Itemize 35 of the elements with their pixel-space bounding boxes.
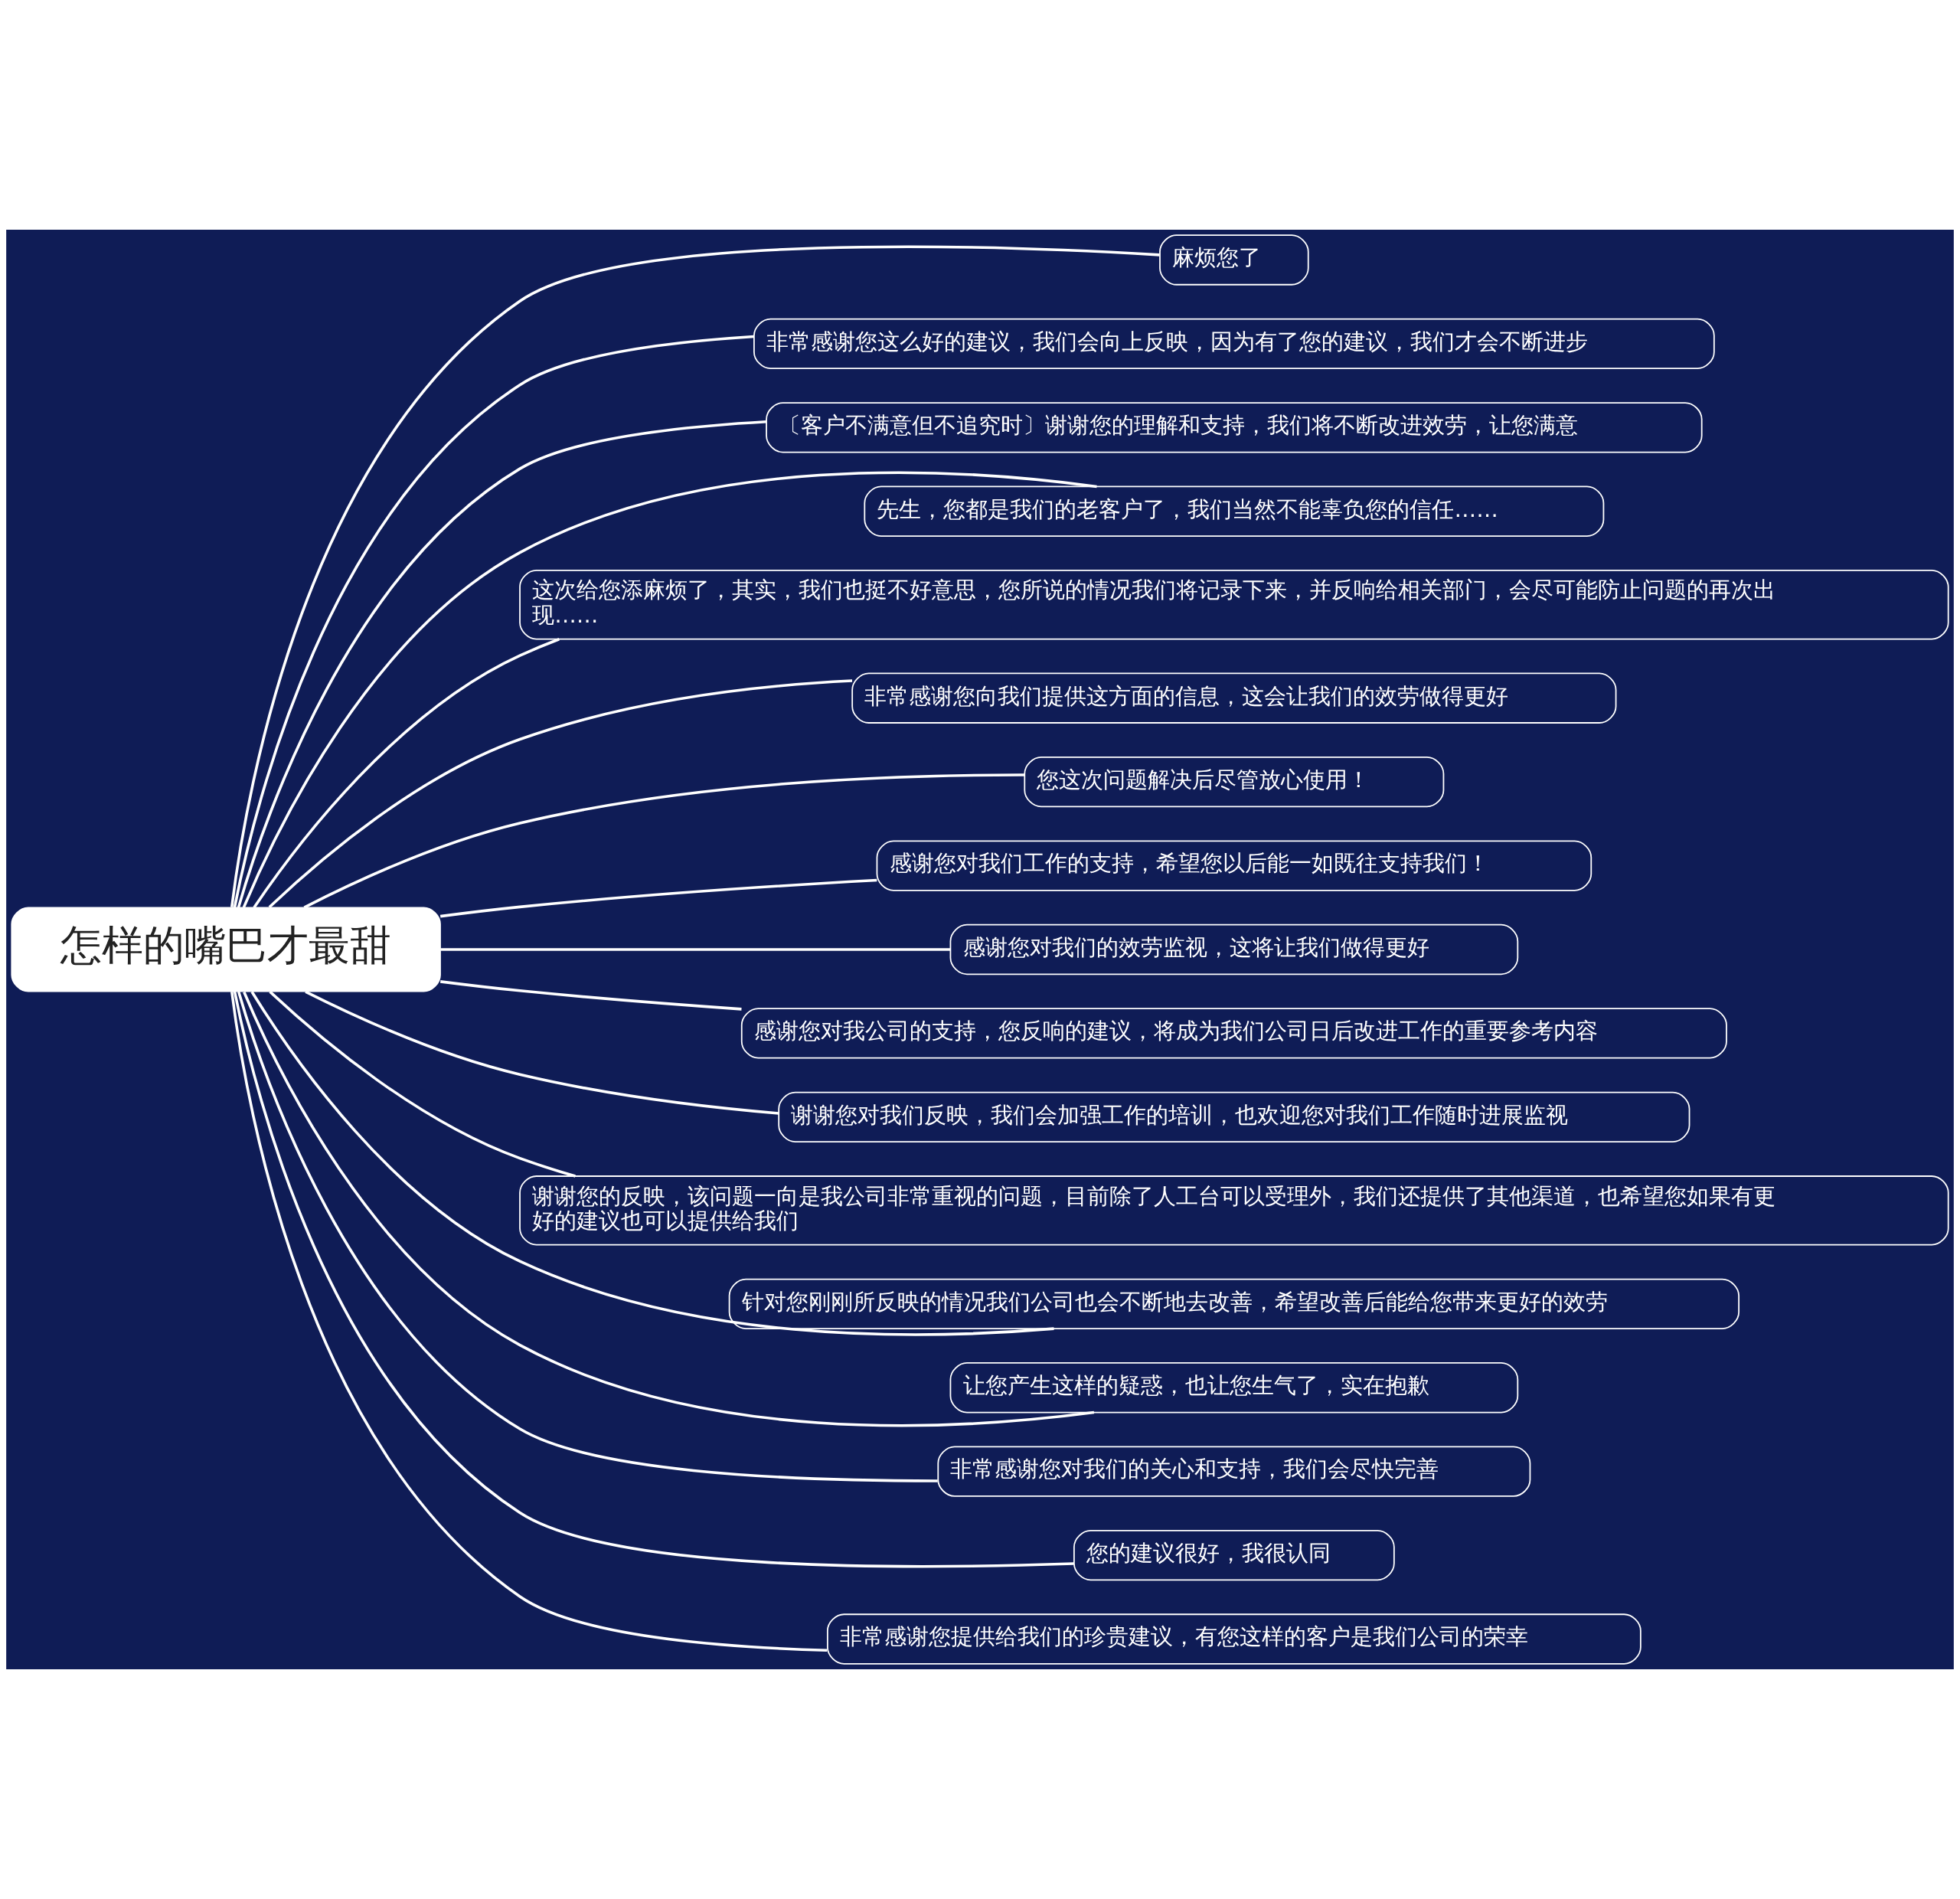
- node-box: 怎样的嘴巴才最甜: [11, 907, 441, 992]
- connector: [253, 638, 560, 909]
- node-box: 非常感谢您这么好的建议，我们会向上反映，因为有了您的建议，我们才会不断进步: [753, 318, 1715, 370]
- connector: [439, 878, 877, 918]
- node-box: 麻烦您了: [1159, 234, 1309, 286]
- node-box: 感谢您对我们工作的支持，希望您以后能一如既往支持我们！: [876, 840, 1592, 891]
- connector: [269, 990, 576, 1178]
- connector: [237, 991, 938, 1482]
- node-box: 非常感谢您提供给我们的珍贵建议，有您这样的客户是我们公司的荣幸: [827, 1613, 1642, 1665]
- node-box: 感谢您对我们的效劳监视，这将让我们做得更好: [949, 923, 1519, 976]
- node-box: 谢谢您的反映，该问题一向是我公司非常重视的问题，目前除了人工台可以受理外，我们还提供了其他渠道，也希望您如果有更好的建议也可以提供给我们: [519, 1175, 1949, 1246]
- node-box: 您这次问题解决后尽管放心使用！: [1024, 756, 1445, 808]
- node-box: 先生，您都是我们的老客户了，我们当然不能辜负您的信任……: [864, 485, 1605, 537]
- connector: [230, 245, 1160, 907]
- connector: [303, 773, 1025, 909]
- connector: [237, 420, 766, 908]
- node-box: 您的建议很好，我很认同: [1073, 1529, 1395, 1581]
- node-box: 这次给您添麻烦了，其实，我们也挺不好意思，您所说的情况我们将记录下来，并反响给相关部门，会尽可能防止问题的再次出现……: [519, 570, 1949, 640]
- connector: [233, 991, 1074, 1568]
- connector: [440, 948, 950, 951]
- connector: [268, 679, 853, 909]
- connector: [230, 991, 828, 1652]
- node-box: 让您产生这样的疑惑，也让您生气了，实在抱歉: [949, 1362, 1519, 1414]
- connector: [250, 991, 1054, 1336]
- connector: [243, 991, 1095, 1427]
- connector: [242, 471, 1097, 908]
- node-box: 非常感谢您向我们提供这方面的信息，这会让我们的效劳做得更好: [851, 672, 1617, 724]
- connector: [305, 990, 779, 1115]
- node-box: 谢谢您对我们反映，我们会加强工作的培训，也欢迎您对我们工作随时进展监视: [778, 1091, 1690, 1143]
- node-box: 针对您刚刚所反映的情况我们公司也会不断地去改善，希望改善后能给您带来更好的效劳: [728, 1278, 1740, 1329]
- node-box: 非常感谢您对我们的关心和支持，我们会尽快完善: [937, 1446, 1531, 1497]
- node-box: 〔客户不满意但不追究时〕谢谢您的理解和支持，我们将不断改进效劳，让您满意: [766, 402, 1703, 453]
- connector: [440, 980, 742, 1011]
- node-box: 感谢您对我公司的支持，您反响的建议，将成为我们公司日后改进工作的重要参考内容: [740, 1008, 1727, 1059]
- connector: [233, 335, 754, 908]
